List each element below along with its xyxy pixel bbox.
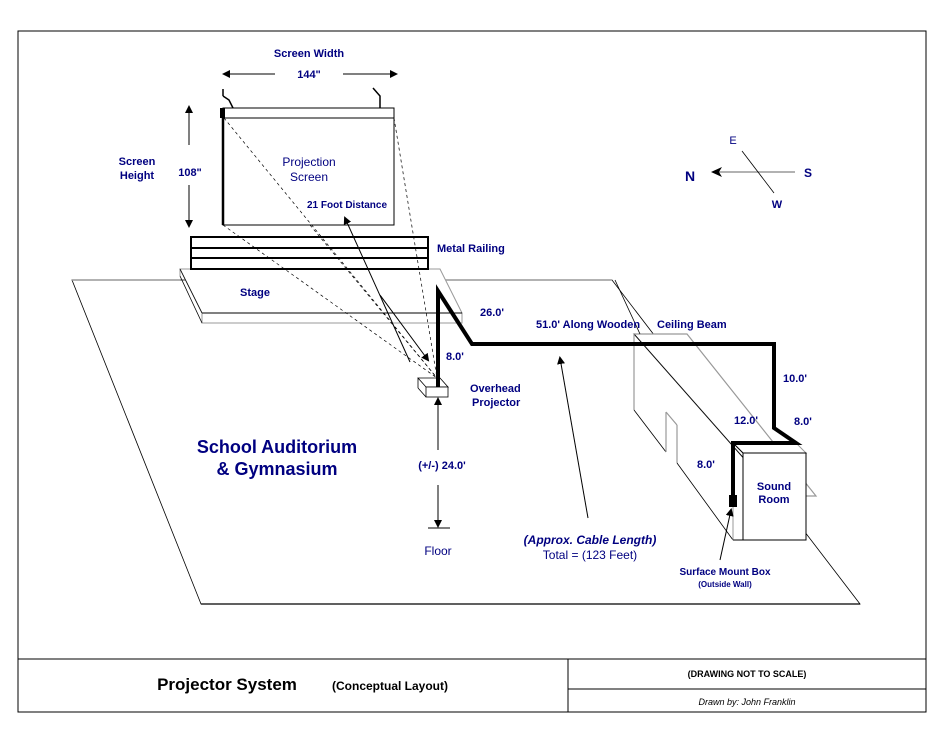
segment-riser-label: 8.0' <box>446 351 464 363</box>
sound-room-label-2: Room <box>758 494 789 506</box>
projection-screen <box>220 87 395 226</box>
compass-west: W <box>772 199 783 211</box>
segment-cross-label: 12.0' <box>734 415 758 427</box>
cable-length-arrow <box>557 356 589 519</box>
segment-diag2-label: 8.0' <box>794 416 812 428</box>
room-title-2: & Gymnasium <box>216 459 337 479</box>
compass-east: E <box>729 135 736 147</box>
metal-railing-label: Metal Railing <box>437 243 505 255</box>
compass-south: S <box>804 166 812 180</box>
page-border <box>17 30 927 713</box>
cable-length-label: (Approx. Cable Length) <box>524 533 657 547</box>
compass <box>711 150 795 194</box>
distance-arrow-up <box>343 216 411 363</box>
compass-north: N <box>685 168 695 184</box>
scale-note: (DRAWING NOT TO SCALE) <box>688 669 807 679</box>
sound-room-label-1: Sound <box>757 481 791 493</box>
cable-route <box>436 284 803 500</box>
screen-height-value: 108" <box>178 167 202 179</box>
projection-screen-label-1: Projection <box>282 155 335 169</box>
cable-total-label: Total = (123 Feet) <box>543 548 637 562</box>
room-title-1: School Auditorium <box>197 437 357 457</box>
segment-beam-run-label: 51.0' Along Wooden <box>536 319 640 331</box>
projection-screen-label-2: Screen <box>290 170 328 184</box>
projector-height-label: (+/-) 24.0' <box>418 460 466 472</box>
mount-box-label-1: Surface Mount Box <box>679 567 771 578</box>
overhead-projector <box>417 377 449 398</box>
screen-height-label-1: Screen <box>119 156 156 168</box>
projection-beams <box>222 117 438 379</box>
screen-height-label-2: Height <box>120 170 155 182</box>
screen-width-label: Screen Width <box>274 48 344 60</box>
projector-label-2: Projector <box>472 397 521 409</box>
stage-label: Stage <box>240 287 270 299</box>
stage <box>179 268 463 324</box>
projector-label-1: Overhead <box>470 383 521 395</box>
segment-drop1-label: 10.0' <box>783 373 807 385</box>
floor-label: Floor <box>424 544 451 558</box>
screen-width-value: 144" <box>297 69 321 81</box>
segment-diagonal-label: 26.0' <box>480 307 504 319</box>
distance-label: 21 Foot Distance <box>307 200 387 211</box>
sound-room <box>731 442 808 541</box>
metal-railing <box>190 236 429 270</box>
mount-box-label-2: (Outside Wall) <box>698 580 752 589</box>
distance-arrow-down <box>379 294 430 362</box>
ceiling-beam-label: Ceiling Beam <box>657 319 727 331</box>
drawing-subtitle: (Conceptual Layout) <box>332 679 448 693</box>
north-arrow-icon <box>711 167 722 177</box>
drawing-title: Projector System <box>157 675 297 694</box>
surface-mount-box <box>729 495 737 507</box>
author-label: Drawn by: John Franklin <box>698 697 795 707</box>
mount-box-arrow <box>719 508 734 561</box>
segment-drop2-label: 8.0' <box>697 459 715 471</box>
